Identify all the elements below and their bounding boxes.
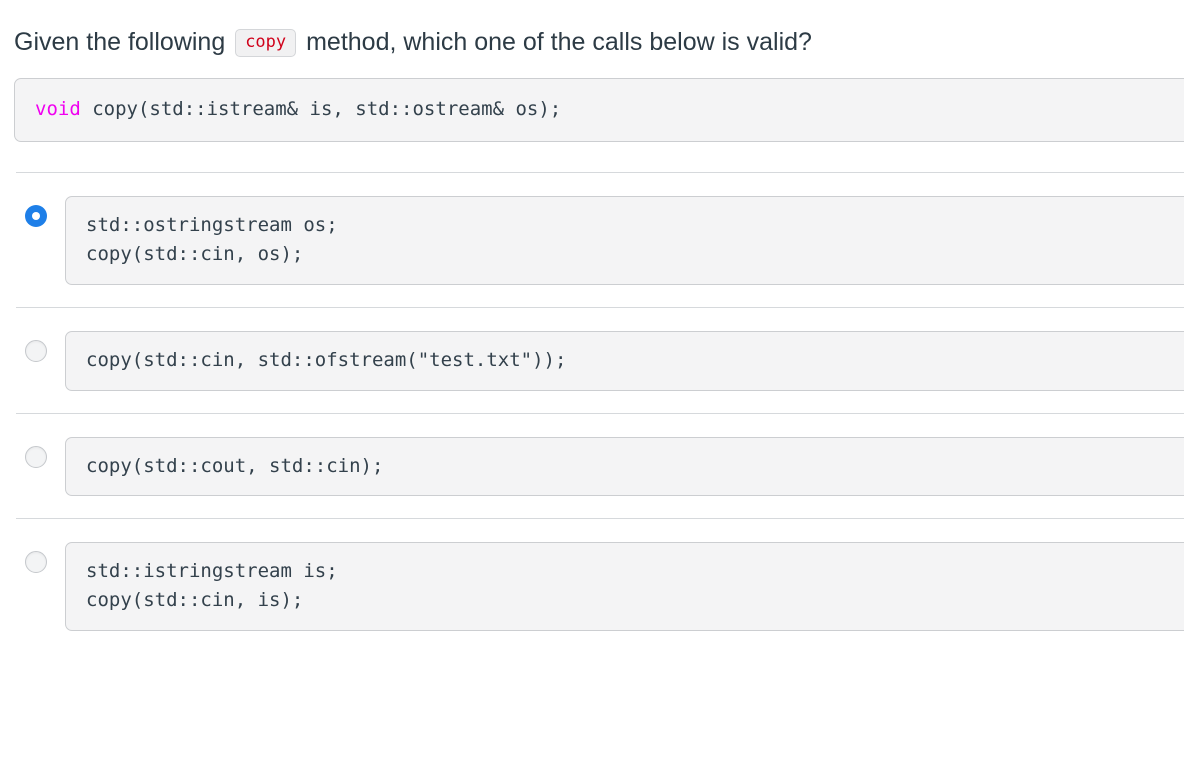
answer-option-c[interactable]: copy(std::cout, std::cin); xyxy=(16,412,1184,519)
radio-button-icon-d[interactable] xyxy=(25,551,47,574)
signature-code-wrapper: void copy(std::istream& is, std::ostream… xyxy=(0,78,1184,142)
answer-code-a: std::ostringstream os; copy(std::cin, os… xyxy=(65,195,1184,285)
answer-options-list: std::ostringstream os; copy(std::cin, os… xyxy=(0,171,1184,653)
signature-remainder: copy(std::istream& is, std::ostream& os)… xyxy=(80,98,562,120)
radio-button-icon-c[interactable] xyxy=(25,445,47,468)
answer-option-b[interactable]: copy(std::cin, std::ofstream("test.txt")… xyxy=(16,306,1184,413)
question-text-before: Given the following xyxy=(14,28,226,56)
method-signature-code: void copy(std::istream& is, std::ostream… xyxy=(14,78,1184,142)
question-stem: Given the following copy method, which o… xyxy=(0,0,1184,58)
radio-button-icon-a[interactable] xyxy=(25,204,47,227)
answer-code-b: copy(std::cin, std::ofstream("test.txt")… xyxy=(65,330,1184,391)
radio-button-icon-b[interactable] xyxy=(25,339,47,362)
answer-option-a[interactable]: std::ostringstream os; copy(std::cin, os… xyxy=(16,171,1184,307)
answer-option-d[interactable]: std::istringstream is; copy(std::cin, is… xyxy=(16,518,1184,653)
answer-code-d: std::istringstream is; copy(std::cin, is… xyxy=(65,542,1184,632)
inline-code-copy: copy xyxy=(235,29,297,57)
keyword-void: void xyxy=(35,98,81,120)
answer-code-c: copy(std::cout, std::cin); xyxy=(65,436,1184,497)
question-text-after: method, which one of the calls below is … xyxy=(306,28,812,56)
